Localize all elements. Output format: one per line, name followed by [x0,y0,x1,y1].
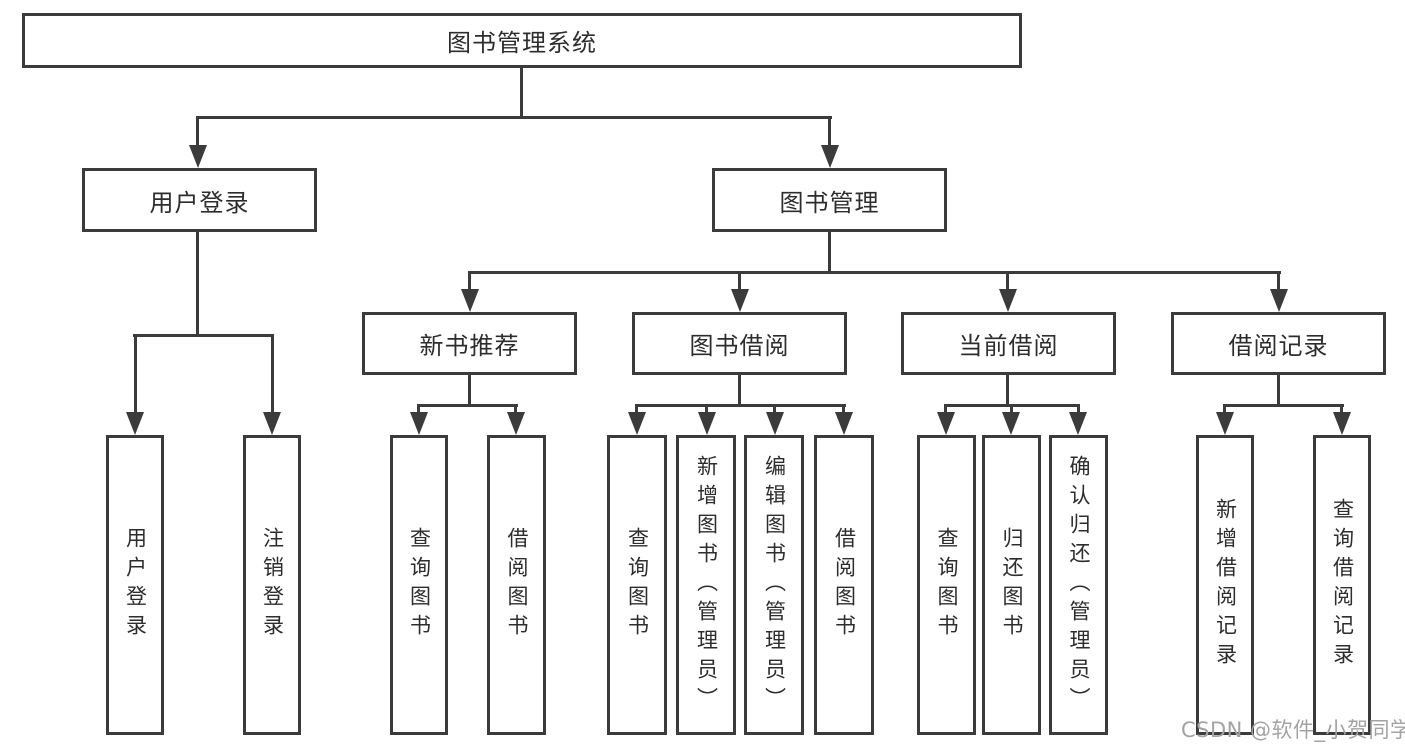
leaf-borrow-add-books-admin-label: 新增图书（管理员） [694,454,719,716]
connector-drop-cur-query [944,405,947,416]
leaf-newbook-query-books-label: 查询图书 [407,527,432,643]
connector-borrow-rail [635,404,846,407]
connector-current-stem [1006,375,1009,406]
leaf-current-return-books-label: 归还图书 [1000,527,1025,643]
connector-newbook-stem [468,375,471,406]
connector-drop-rec-query [1340,405,1343,416]
leaf-logout-label: 注销登录 [260,527,285,643]
csdn-watermark: CSDN @软件_小贺同学 [1181,718,1405,742]
connector-newbook-rail [417,404,518,407]
arrow-to-leaf-logout [263,412,281,435]
arrow-to-cur-query [937,412,955,435]
leaf-borrow-query-books: 查询图书 [607,435,667,735]
connector-drop-login [196,117,199,149]
node-borrow-records-label: 借阅记录 [1228,332,1329,360]
arrow-to-bw-borrow [835,412,853,435]
connector-drop-newbook [468,272,471,294]
arrow-to-records [1270,289,1288,312]
node-user-login: 用户登录 [82,168,317,232]
node-borrow-records: 借阅记录 [1171,312,1386,375]
arrow-to-borrow [731,289,749,312]
leaf-newbook-query-books: 查询图书 [390,435,448,735]
connector-level2-rail [196,116,832,119]
arrow-to-mgmt [821,145,839,168]
leaf-borrow-borrow-books-label: 借阅图书 [832,527,857,643]
connector-drop-borrow [738,272,741,294]
connector-drop-leaf-logout [271,336,274,415]
connector-records-rail [1223,404,1344,407]
arrow-to-rec-add [1216,412,1234,435]
arrow-to-newbook [461,289,479,312]
node-book-management: 图书管理 [712,168,947,232]
arrow-to-rec-query [1333,412,1351,435]
connector-drop-current [1006,272,1009,294]
leaf-newbook-borrow-books-label: 借阅图书 [505,527,530,643]
arrow-to-login [189,145,207,168]
arrow-to-leaf-login [126,412,144,435]
node-new-book-recommend-label: 新书推荐 [419,332,520,360]
leaf-current-confirm-return-admin: 确认归还（管理员） [1049,435,1108,735]
connector-borrow-stem [738,375,741,406]
leaf-user-login-label: 用户登录 [123,527,148,643]
node-book-borrowing: 图书借阅 [632,312,847,375]
leaf-borrow-edit-books-admin-label: 编辑图书（管理员） [762,454,787,716]
leaf-borrow-add-books-admin: 新增图书（管理员） [676,435,736,735]
leaf-records-add-record: 新增借阅记录 [1196,435,1254,735]
leaf-borrow-borrow-books: 借阅图书 [814,435,874,735]
leaf-current-confirm-return-admin-label: 确认归还（管理员） [1067,454,1092,716]
connector-drop-records [1277,272,1280,294]
leaf-borrow-query-books-label: 查询图书 [625,527,650,643]
leaf-records-query-record: 查询借阅记录 [1313,435,1371,735]
node-book-management-label: 图书管理 [779,188,880,217]
arrow-to-bw-query [628,412,646,435]
connector-drop-leaf-login [134,336,137,415]
arrow-to-bw-edit [766,412,784,435]
leaf-records-query-record-label: 查询借阅记录 [1330,498,1355,672]
connector-drop-nb-borrow [514,405,517,416]
leaf-user-login: 用户登录 [106,435,164,735]
leaf-logout: 注销登录 [243,435,301,735]
connector-drop-bw-borrow [842,405,845,416]
connector-records-stem [1277,375,1280,406]
node-current-borrowing: 当前借阅 [901,312,1116,375]
connector-drop-rec-add [1223,405,1226,416]
arrow-to-bw-add [698,412,716,435]
arrow-to-cur-return [1002,412,1020,435]
connector-mgmt-stem [828,232,831,274]
connector-login-rail [133,334,274,337]
node-root: 图书管理系统 [22,13,1022,68]
arrow-to-nb-borrow [507,412,525,435]
leaf-borrow-edit-books-admin: 编辑图书（管理员） [744,435,804,735]
leaf-newbook-borrow-books: 借阅图书 [487,435,546,735]
node-book-borrowing-label: 图书借阅 [689,332,790,360]
connector-level3-rail [468,271,1281,274]
connector-drop-cur-return [1010,405,1013,416]
connector-drop-bw-edit [773,405,776,416]
arrow-to-nb-query [410,412,428,435]
node-current-borrowing-label: 当前借阅 [958,332,1059,360]
connector-drop-bw-add [705,405,708,416]
connector-drop-cur-confirm [1077,405,1080,416]
leaf-records-add-record-label: 新增借阅记录 [1213,498,1238,672]
leaf-current-return-books: 归还图书 [982,435,1041,735]
connector-login-stem [196,232,199,336]
connector-drop-nb-query [417,405,420,416]
leaf-current-query-books: 查询图书 [917,435,976,735]
node-user-login-label: 用户登录 [149,188,250,217]
node-root-label: 图书管理系统 [447,29,597,57]
connector-drop-mgmt [828,117,831,149]
connector-drop-bw-query [635,405,638,416]
node-new-book-recommend: 新书推荐 [362,312,577,375]
arrow-to-cur-confirm [1069,412,1087,435]
arrow-to-current [999,289,1017,312]
leaf-current-query-books-label: 查询图书 [935,527,960,643]
connector-root-stem [520,68,523,119]
